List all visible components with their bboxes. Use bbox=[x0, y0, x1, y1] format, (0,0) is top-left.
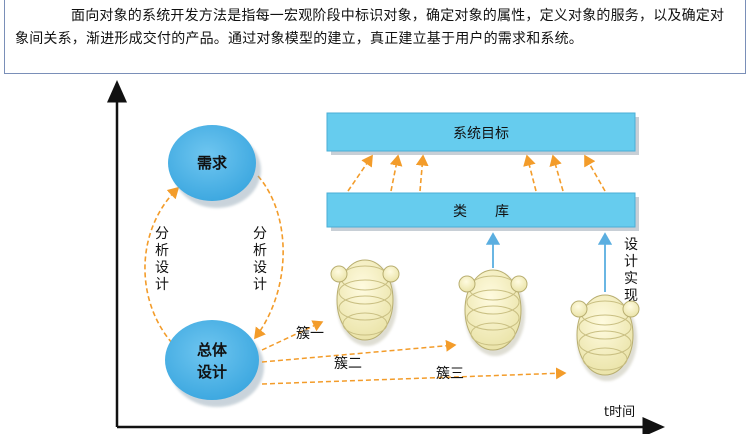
library-to-goal-arrows bbox=[347, 154, 606, 192]
svg-text:计: 计 bbox=[624, 254, 638, 270]
impl-label: 设 计 实 现 bbox=[624, 237, 638, 304]
cluster-1-icon bbox=[330, 259, 400, 346]
system-goal-bar bbox=[326, 112, 636, 152]
cluster-2-icon bbox=[458, 269, 528, 356]
cluster-3-icon bbox=[570, 294, 640, 381]
svg-text:实: 实 bbox=[624, 271, 638, 287]
requirements-circle bbox=[168, 125, 256, 201]
system-goal-label: 系统目标 bbox=[453, 126, 509, 142]
svg-text:计: 计 bbox=[253, 277, 267, 293]
svg-text:设: 设 bbox=[253, 260, 267, 276]
svg-text:析: 析 bbox=[155, 243, 169, 259]
svg-text:现: 现 bbox=[624, 288, 638, 304]
right-arc-label: 分 析 设 计 bbox=[253, 226, 267, 293]
svg-text:设: 设 bbox=[624, 237, 638, 253]
svg-text:析: 析 bbox=[253, 243, 267, 259]
svg-text:分: 分 bbox=[155, 226, 169, 242]
description-paragraph: 面向对象的系统开发方法是指每一宏观阶段中标识对象，确定对象的属性，定义对象的服务… bbox=[15, 8, 725, 47]
requirements-label: 需求 bbox=[197, 154, 228, 172]
cluster-3-label: 簇三 bbox=[436, 366, 464, 382]
overall-design-label-1: 总体 bbox=[197, 341, 228, 359]
cluster-1-label: 簇一 bbox=[296, 326, 324, 342]
class-library-bar bbox=[326, 192, 636, 228]
cluster-2-label: 簇二 bbox=[334, 356, 362, 372]
left-arc-label: 分 析 设 计 bbox=[155, 226, 169, 293]
class-library-label: 类 库 bbox=[453, 204, 509, 220]
left-analysis-arc bbox=[144, 186, 180, 344]
svg-text:计: 计 bbox=[155, 277, 169, 293]
description-textbox: 面向对象的系统开发方法是指每一宏观阶段中标识对象，确定对象的属性，定义对象的服务… bbox=[4, 0, 746, 74]
time-axis-label: t时间 bbox=[604, 405, 635, 420]
overall-design-label-2: 设计 bbox=[197, 363, 227, 381]
overall-design-circle bbox=[165, 320, 259, 400]
right-analysis-arc bbox=[254, 175, 284, 340]
cluster-arrows bbox=[261, 320, 567, 385]
svg-text:设: 设 bbox=[155, 260, 169, 276]
svg-text:分: 分 bbox=[253, 226, 267, 242]
